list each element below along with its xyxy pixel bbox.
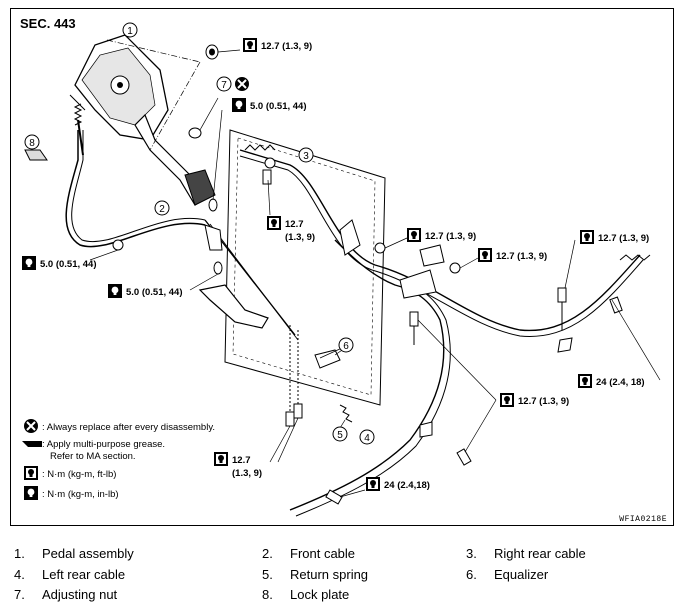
leader-lines [267, 179, 661, 498]
part-5: 5.Return spring [262, 567, 369, 582]
part-2: 2.Front cable [262, 546, 356, 561]
torque-top: 12.7 (1.3, 9) [261, 41, 312, 52]
legend-grease-ref: Refer to MA section. [50, 451, 136, 462]
return-spring [339, 404, 353, 423]
legend-nm-ft: : N·m (kg-m, ft-lb) [42, 469, 116, 480]
torque-right-top: 12.7 (1.3, 9) [598, 233, 649, 244]
part-1: 1.Pedal assembly [14, 546, 134, 561]
torque-bottom-b: (1.3, 9) [232, 468, 262, 479]
pedal-mount-nut [205, 44, 219, 60]
callout-4: 4 [364, 433, 370, 444]
legend-grease: : Apply multi-purpose grease. [42, 439, 165, 450]
right-rear-cable [239, 144, 651, 337]
part-4: 4.Left rear cable [14, 567, 126, 582]
equalizer [314, 349, 341, 369]
part-6: 6.Equalizer [466, 567, 549, 582]
replace-symbol [235, 77, 249, 91]
left-rear-cable [289, 239, 451, 517]
legend-replace: : Always replace after every disassembly… [42, 422, 215, 433]
torque-mid1: 12.7 (1.3, 9) [425, 231, 476, 242]
torque-bottom-a: 12.7 [232, 455, 251, 466]
front-cable-clip [89, 109, 223, 291]
torque-front-a: 12.7 [285, 219, 304, 230]
callout-5: 5 [337, 430, 343, 441]
part-3: 3.Right rear cable [466, 546, 586, 561]
torque-small-top: 5.0 (0.51, 44) [250, 101, 307, 112]
pedal-assembly [69, 34, 216, 206]
pedal-spring [73, 103, 83, 126]
diagram-frame [10, 8, 674, 526]
torque-bottom-center: 24 (2.4,18) [384, 480, 430, 491]
figure-code: WFIA0218E [619, 515, 667, 524]
callout-6: 6 [343, 341, 349, 352]
lock-plate [24, 149, 48, 161]
callout-3: 3 [303, 151, 309, 162]
mounting-plane [224, 129, 386, 406]
lower-bolts [269, 325, 303, 463]
callout-8: 8 [29, 138, 35, 149]
torque-mid2: 12.7 (1.3, 9) [496, 251, 547, 262]
part-8: 8.Lock plate [262, 587, 350, 602]
section-label: SEC. 443 [20, 16, 76, 31]
callout-circles: 1 2 3 4 5 6 7 8 [24, 22, 375, 445]
torque-front-b: (1.3, 9) [285, 232, 315, 243]
symbol-legend: : Always replace after every disassembly… [22, 419, 215, 500]
callout-2: 2 [159, 204, 165, 215]
torque-right-mid: 12.7 (1.3, 9) [518, 396, 569, 407]
center-bracket [198, 284, 269, 329]
torque-left-mid: 5.0 (0.51, 44) [40, 259, 97, 270]
callout-7: 7 [221, 80, 227, 91]
callout-1: 1 [127, 26, 133, 37]
legend-nm-in: : N·m (kg-m, in-lb) [42, 489, 119, 500]
torque-center-left: 5.0 (0.51, 44) [126, 287, 183, 298]
torque-lower-right: 24 (2.4, 18) [596, 377, 645, 388]
front-cable [65, 119, 299, 341]
adjusting-nut [188, 127, 202, 139]
part-7: 7.Adjusting nut [14, 587, 118, 602]
rear-cable-brackets [264, 157, 573, 438]
torque-labels: 12.7 (1.3, 9) 5.0 (0.51, 44) 12.7 (1.3, … [22, 38, 649, 491]
